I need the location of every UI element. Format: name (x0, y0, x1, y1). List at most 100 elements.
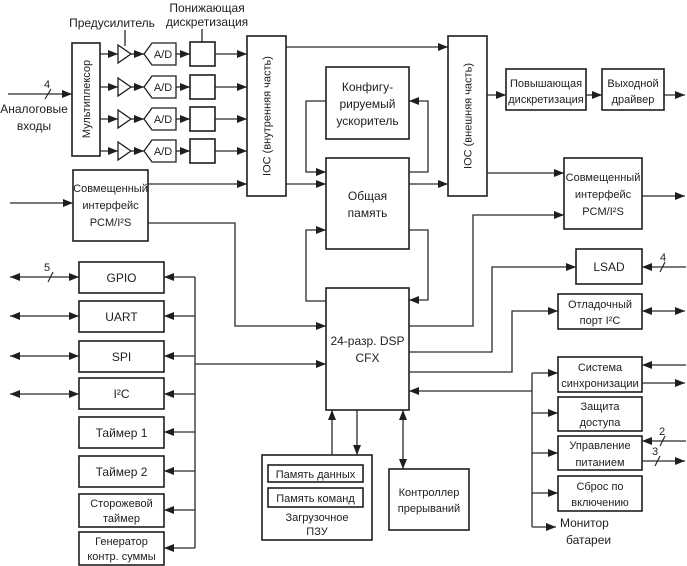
preamp-triangle (117, 140, 133, 162)
connector-accelerator-to-memory (305, 100, 326, 176)
timer2-block: Таймер 2 (78, 455, 195, 488)
program-memory-label: Память команд (276, 493, 355, 505)
sync-label-line1: Система (578, 362, 623, 374)
interrupt-controller-block: Контроллер прерываний (388, 468, 470, 531)
watchdog-label-line1: Сторожевой (90, 498, 153, 510)
adc-label: A/D (154, 82, 172, 94)
analog-inputs: 4 Аналоговые входы (0, 79, 72, 133)
adc-label: A/D (154, 146, 172, 158)
boot-rom-block: Память данных Память команд Загрузочное … (261, 454, 373, 541)
interrupt-controller-label-line1: Контроллер (399, 487, 460, 499)
access-protection-block: Защита доступа (532, 396, 643, 432)
checksum-label-line1: Генератор (95, 536, 148, 548)
pcm-i2s-out-label-line2: интерфейс (575, 189, 632, 201)
lsad-label: LSAD (593, 260, 625, 274)
power-on-reset-label-line2: включению (571, 497, 629, 509)
pcm-i2s-in-label-line2: интерфейс (82, 200, 139, 212)
gpio-bus-width-label: 5 (44, 262, 50, 274)
multiplexer-label: Мультиплексор (81, 60, 93, 138)
decimation-block (189, 74, 216, 100)
power-on-reset-label-line1: Сброс по (576, 481, 623, 493)
accelerator-label-line2: рируемый (339, 97, 395, 111)
pcm-i2s-in-label-line3: PCM/I²S (90, 217, 132, 229)
power-on-reset-block: Сброс по включению (532, 475, 643, 512)
pcm-i2s-in-label-line1: Совмещенный (73, 183, 148, 195)
upsampling-label-line1: Повышающая (510, 78, 582, 90)
pcm-i2s-out-label-line1: Совмещенный (566, 172, 641, 184)
power-output-width-label: 3 (652, 446, 658, 458)
timer1-label: Таймер 1 (96, 426, 148, 440)
i2c-block: I²C (10, 377, 195, 410)
shared-memory-label-line1: Общая (348, 189, 387, 203)
lsad-bus-width-label: 4 (660, 252, 666, 264)
watchdog-label-line2: таймер (103, 513, 140, 525)
ioc-inner-label: IOC (внутренняя часть) (262, 56, 274, 176)
channel-4: A/D (100, 138, 247, 164)
connector-dsp-to-debug-i2c (409, 307, 558, 373)
interrupt-controller-label-line2: прерываний (398, 503, 460, 515)
timer1-block: Таймер 1 (78, 416, 195, 449)
preamp-triangle (117, 108, 133, 130)
pcm-i2s-output-block: Совмещенный интерфейс PCM/I²S (563, 157, 643, 230)
bus-slash-mark (47, 271, 54, 283)
output-driver-label-line2: драйвер (612, 94, 655, 106)
pcm-i2s-input-block: Совмещенный интерфейс PCM/I²S (72, 169, 149, 242)
data-memory-block (267, 464, 364, 483)
shared-memory-block: Общая память (325, 157, 410, 250)
analog-bus-width-label: 4 (44, 79, 50, 91)
channel-2: A/D (100, 74, 247, 100)
power-management-label-line2: питанием (575, 457, 624, 469)
output-driver-label-line1: Выходной (607, 78, 658, 90)
shared-memory-label-line2: память (348, 206, 388, 220)
bus-slash-mark (654, 455, 661, 467)
accelerator-block: Конфигу- рируемый ускоритель (325, 66, 410, 140)
channel-3: A/D (100, 106, 247, 132)
sync-label-line2: синхронизации (561, 378, 638, 390)
boot-rom-label-line2: ПЗУ (306, 526, 328, 538)
bus-slash-mark (659, 435, 666, 447)
dsp-label-line1: 24-разр. DSP (330, 334, 404, 348)
bus-slash-mark (44, 88, 52, 100)
program-memory-block (267, 487, 364, 508)
connector-memory-to-dsp (409, 229, 429, 304)
spi-label: SPI (112, 350, 131, 364)
timer2-label: Таймер 2 (96, 465, 148, 479)
dsp-label-line2: CFX (356, 351, 380, 365)
gpio-block: GPIO 5 (10, 261, 195, 294)
decimation-block (189, 41, 216, 67)
channel-1: A/D (100, 41, 247, 67)
uart-label: UART (105, 310, 138, 324)
debug-i2c-label-line2: порт I²C (580, 315, 621, 327)
access-protection-label-line2: доступа (580, 417, 622, 429)
preamp-label: Предусилитель (69, 16, 155, 30)
decimation-block (189, 138, 216, 164)
adc-label: A/D (154, 114, 172, 126)
output-driver-block: Выходной драйвер (601, 68, 665, 111)
analog-inputs-label-line1: Аналоговые (0, 102, 68, 116)
ioc-inner-block: IOC (внутренняя часть) (246, 35, 287, 197)
connector-dsp-to-pcm-out (409, 211, 564, 327)
dsp-core-block: 24-разр. DSP CFX (325, 287, 410, 411)
decimation-label-line2: дискретизация (166, 15, 248, 29)
battery-monitor-label-line2: батареи (566, 533, 611, 547)
multiplexer-block: Мультиплексор (71, 42, 101, 157)
adc-label: A/D (154, 49, 172, 61)
power-management-block: Управление питанием 2 3 (532, 426, 686, 471)
spi-block: SPI (10, 340, 195, 373)
decimation-label-line1: Понижающая (169, 1, 244, 15)
bus-slash-mark (659, 261, 666, 273)
i2c-label: I²C (114, 387, 130, 401)
battery-monitor-label-line1: Монитор (560, 516, 609, 530)
debug-i2c-label-line1: Отладочный (568, 299, 632, 311)
lsad-block: LSAD (575, 248, 643, 285)
uart-block: UART (10, 300, 195, 333)
watchdog-block: Сторожевой таймер (78, 493, 195, 528)
decimation-block (189, 106, 216, 132)
checksum-generator-block: Генератор контр. суммы (78, 531, 195, 566)
connector-dsp-to-memory (305, 226, 326, 302)
analog-inputs-label-line2: входы (17, 119, 51, 133)
ioc-outer-label: IOC (внешняя часть) (463, 63, 475, 169)
sync-system-block: Система синхронизации (532, 356, 686, 393)
preamp-triangle (117, 76, 133, 98)
